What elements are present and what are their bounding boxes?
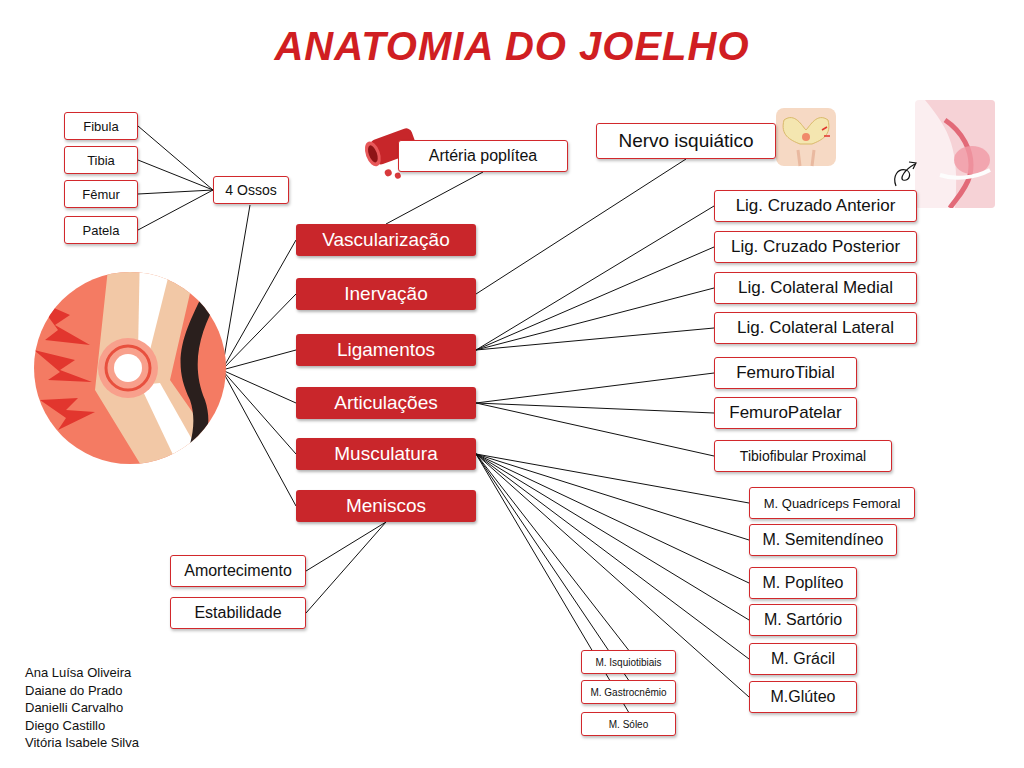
topic-box: Lig. Cruzado Anterior xyxy=(714,190,917,222)
category-box: Inervação xyxy=(296,278,476,310)
topic-box: Nervo isquiático xyxy=(596,123,776,159)
node-text: FemuroTibial xyxy=(736,363,835,383)
connector xyxy=(476,373,714,403)
topic-box: Lig. Cruzado Posterior xyxy=(714,231,917,263)
node-text: M. Sóleo xyxy=(609,719,648,730)
node-text: Lig. Cruzado Posterior xyxy=(731,237,900,257)
connector xyxy=(476,454,749,659)
author-name: Danielli Carvalho xyxy=(25,700,123,715)
topic-box: Artéria poplítea xyxy=(398,140,568,172)
connector xyxy=(138,126,213,190)
category-box: Vascularização xyxy=(296,224,476,256)
connector xyxy=(306,522,386,571)
node-text: Musculatura xyxy=(334,443,438,465)
topic-box: M. Grácil xyxy=(749,643,857,675)
topic-box: Amortecimento xyxy=(170,555,306,587)
topic-box: FemuroTibial xyxy=(714,357,857,389)
topic-box: Fêmur xyxy=(64,180,138,208)
node-text: Ligamentos xyxy=(337,339,435,361)
title: ANATOMIA DO JOELHO xyxy=(0,24,1024,69)
node-text: Lig. Cruzado Anterior xyxy=(736,196,896,216)
connector xyxy=(476,454,629,680)
connector xyxy=(306,522,386,613)
pelvis-icon xyxy=(776,108,836,166)
node-text: Articulações xyxy=(334,392,438,414)
node-text: M. Isquiotibiais xyxy=(595,657,661,668)
topic-box: Tibia xyxy=(64,146,138,174)
topic-box: M. Poplíteo xyxy=(749,567,857,599)
node-text: M. Poplíteo xyxy=(763,574,844,592)
connector xyxy=(138,160,213,190)
topic-box: M. Sartório xyxy=(749,604,857,636)
knee-pain-illustration xyxy=(34,250,240,480)
connector xyxy=(476,403,714,413)
topic-box: M. Sóleo xyxy=(581,712,676,736)
node-text: Tibia xyxy=(87,153,115,168)
topic-box: 4 Ossos xyxy=(213,176,289,204)
topic-box: Lig. Colateral Medial xyxy=(714,272,917,304)
node-text: Fibula xyxy=(83,119,118,134)
node-text: Tibiofibular Proximal xyxy=(740,448,866,464)
topic-box: M. Quadríceps Femoral xyxy=(749,487,915,519)
node-text: M. Sartório xyxy=(764,611,842,629)
node-text: Lig. Colateral Lateral xyxy=(737,318,894,338)
connector xyxy=(476,454,749,540)
node-text: Estabilidade xyxy=(194,604,281,622)
connector xyxy=(476,159,686,294)
knee-image xyxy=(915,100,995,208)
category-box: Articulações xyxy=(296,387,476,419)
topic-box: M.Glúteo xyxy=(749,681,857,713)
connector xyxy=(476,403,714,456)
author-name: Vitória Isabele Silva xyxy=(25,735,139,750)
node-text: Nervo isquiático xyxy=(618,130,753,152)
topic-box: FemuroPatelar xyxy=(714,397,857,429)
topic-box: M. Isquiotibiais xyxy=(581,650,676,674)
connector xyxy=(476,328,714,350)
leader-lines xyxy=(222,205,296,506)
category-box: Ligamentos xyxy=(296,334,476,366)
topic-box: M. Gastrocnêmio xyxy=(581,680,676,704)
topic-box: Patela xyxy=(64,216,138,244)
connector xyxy=(476,247,714,350)
node-text: Artéria poplítea xyxy=(429,147,538,165)
connector xyxy=(476,288,714,350)
connector xyxy=(476,454,749,697)
topic-box: Fibula xyxy=(64,112,138,140)
category-box: Meniscos xyxy=(296,490,476,522)
node-text: M. Gastrocnêmio xyxy=(590,687,666,698)
node-text: Vascularização xyxy=(322,229,449,251)
node-text: 4 Ossos xyxy=(225,182,276,198)
connector xyxy=(386,172,483,224)
topic-box: M. Semitendíneo xyxy=(749,524,897,556)
node-text: Inervação xyxy=(344,283,427,305)
author-name: Ana Luísa Oliveira xyxy=(25,665,131,680)
topic-box: Estabilidade xyxy=(170,597,306,629)
connector xyxy=(138,190,213,230)
connector xyxy=(476,206,714,350)
author-name: Daiane do Prado xyxy=(25,683,123,698)
connector xyxy=(476,454,749,620)
node-text: FemuroPatelar xyxy=(729,403,841,423)
node-text: Fêmur xyxy=(82,187,120,202)
author-name: Diego Castillo xyxy=(25,718,105,733)
node-text: Lig. Colateral Medial xyxy=(738,278,893,298)
connector xyxy=(476,454,629,650)
connector xyxy=(476,454,749,583)
node-text: M. Grácil xyxy=(771,650,835,668)
node-text: M. Semitendíneo xyxy=(763,531,884,549)
topic-box: Lig. Colateral Lateral xyxy=(714,312,917,344)
connector xyxy=(138,190,213,194)
node-text: Meniscos xyxy=(346,495,426,517)
category-box: Musculatura xyxy=(296,438,476,470)
curl-arrow xyxy=(895,162,916,186)
node-text: Amortecimento xyxy=(184,562,292,580)
node-text: M. Quadríceps Femoral xyxy=(764,496,901,511)
node-text: M.Glúteo xyxy=(771,688,836,706)
node-text: Patela xyxy=(83,223,120,238)
topic-box: Tibiofibular Proximal xyxy=(714,440,892,472)
